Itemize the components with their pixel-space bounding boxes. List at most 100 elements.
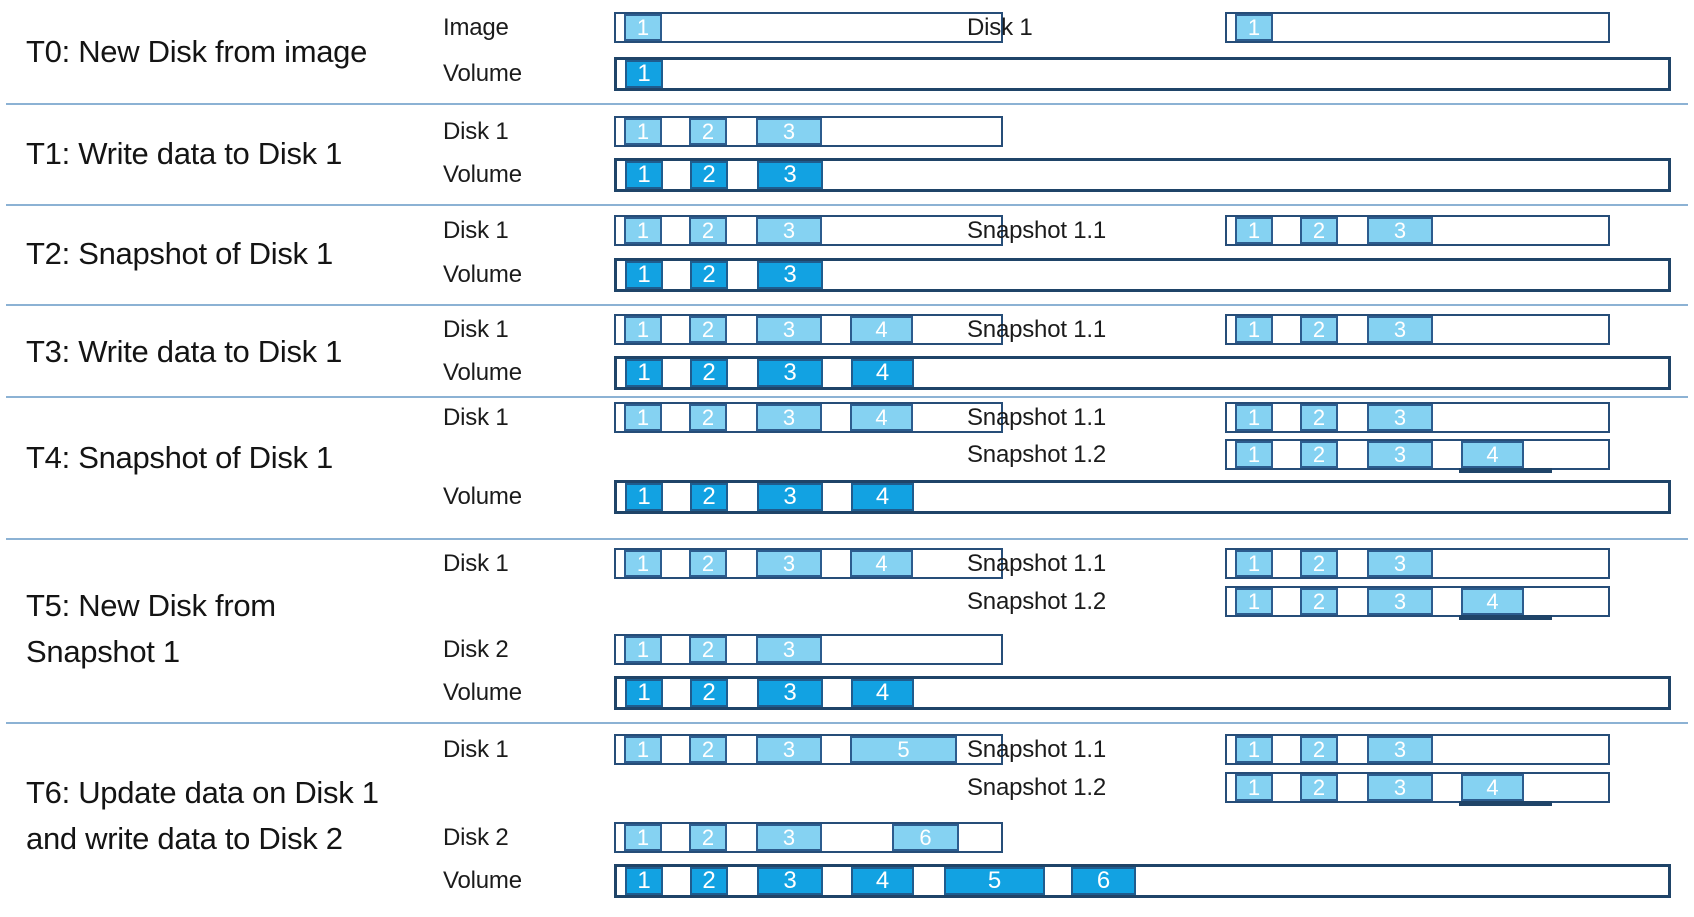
block-2-cell: 2 [689,736,727,763]
block-2-cell: 2 [690,679,728,707]
block-2-cell: 2 [689,118,727,145]
block-separator [6,722,1688,724]
block-2-cell: 2 [1300,774,1338,801]
block-1-cell: 1 [625,261,663,289]
t4-snapshot-1-1-label: Snapshot 1.1 [967,404,1107,431]
t1-title: T1: Write data to Disk 1 [26,131,342,177]
t3-volume-label: Volume [443,359,522,386]
block-1-cell: 1 [624,14,662,41]
block-3-cell: 3 [756,636,822,663]
block-1-cell: 1 [1235,441,1273,468]
block-3-cell: 3 [756,118,822,145]
block-1-cell: 1 [625,679,663,707]
block-separator [6,204,1688,206]
block-1-cell: 1 [1235,14,1273,41]
block-1-cell: 1 [625,359,663,387]
t0-volume-bar: 1 [614,57,1671,91]
block-3-cell: 3 [1367,736,1433,763]
t1-disk-1-label: Disk 1 [443,118,509,145]
block-1-cell: 1 [624,636,662,663]
block-1-cell: 1 [1235,774,1273,801]
block-4-cell: 4 [850,550,913,577]
block-3-cell: 3 [756,217,822,244]
t1-title-line: T1: Write data to Disk 1 [26,136,343,171]
block-3-cell: 3 [1367,588,1433,615]
t6-volume-label: Volume [443,867,522,894]
block-4-cell: 4 [851,359,914,387]
block-1-cell: 1 [625,483,663,511]
t5-disk-2-label: Disk 2 [443,636,509,663]
block-3-cell: 3 [1367,441,1433,468]
t5-disk-1-label: Disk 1 [443,550,509,577]
block-1-cell: 1 [1235,588,1273,615]
block-3-cell: 3 [756,316,822,343]
block-4-cell: 4 [851,483,914,511]
block-2-cell: 2 [1300,588,1338,615]
block-1-cell: 1 [624,316,662,343]
block-2-cell: 2 [689,316,727,343]
t6-snapshot-1-2-label: Snapshot 1.2 [967,774,1107,801]
block-2-cell: 2 [689,550,727,577]
block-3-cell: 3 [1367,316,1433,343]
t0-image-bar: 1 [614,12,1003,43]
block-separator [6,538,1688,540]
t0-disk-1-label: Disk 1 [967,14,1033,41]
t6-disk-2-label: Disk 2 [443,824,509,851]
block-3-cell: 3 [757,161,823,189]
block-4-cell: 4 [1459,774,1552,806]
block-2-cell: 2 [690,359,728,387]
block-1-cell: 1 [625,161,663,189]
block-1-cell: 1 [624,550,662,577]
block-4-cell: 4 [1459,588,1552,620]
t4-title: T4: Snapshot of Disk 1 [26,435,333,481]
t0-volume-label: Volume [443,60,522,87]
block-1-cell: 1 [624,824,662,851]
t5-volume-label: Volume [443,679,522,706]
block-5-cell: 5 [944,867,1045,895]
t2-snapshot-1-1-label: Snapshot 1.1 [967,217,1107,244]
t3-title: T3: Write data to Disk 1 [26,329,342,375]
block-2-cell: 2 [1300,404,1338,431]
t0-image-label: Image [443,14,509,41]
t5-snapshot-1-2-label: Snapshot 1.2 [967,588,1107,615]
block-separator [6,103,1688,105]
block-3-cell: 3 [1367,774,1433,801]
block-3-cell: 3 [757,867,823,895]
t0-title: T0: New Disk from image [26,29,367,75]
block-6-cell: 6 [1071,867,1136,895]
t4-volume-label: Volume [443,483,522,510]
block-2-cell: 2 [690,261,728,289]
block-2-cell: 2 [1300,441,1338,468]
t2-disk-1-label: Disk 1 [443,217,509,244]
block-2-cell: 2 [1300,316,1338,343]
block-separator [6,304,1688,306]
block-2-cell: 2 [689,217,727,244]
t3-snapshot-1-1-label: Snapshot 1.1 [967,316,1107,343]
block-1-cell: 1 [625,867,663,895]
block-1-cell: 1 [624,404,662,431]
block-2-cell: 2 [690,483,728,511]
block-2-cell: 2 [689,824,727,851]
block-2-cell: 2 [1300,550,1338,577]
t5-title-line: T5: New Disk from [26,588,276,623]
block-1-cell: 1 [1235,550,1273,577]
block-1-cell: 1 [624,736,662,763]
block-1-cell: 1 [625,60,663,88]
t1-volume-label: Volume [443,161,522,188]
t4-disk-1-label: Disk 1 [443,404,509,431]
